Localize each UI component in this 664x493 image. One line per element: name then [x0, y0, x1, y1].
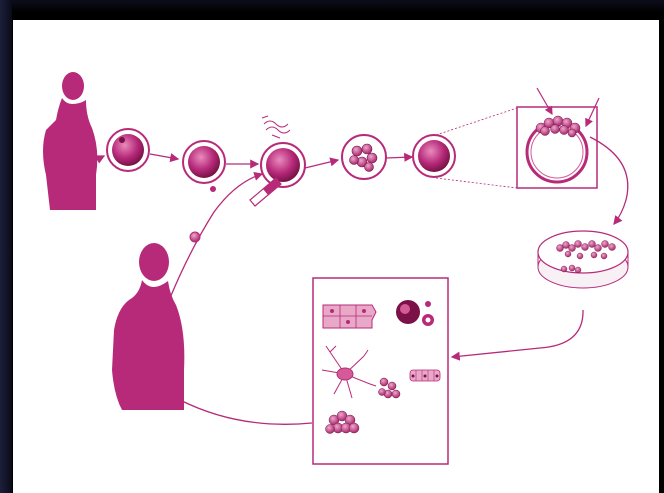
- left-dark-edge: [0, 0, 12, 493]
- nuclear-transfer-egg-icon: [260, 142, 306, 188]
- tissue-cluster-icon: [325, 410, 360, 434]
- blastocyst-icon: [525, 115, 589, 184]
- blastocyst-egg-icon: [412, 134, 456, 178]
- woman-silhouette-icon: [43, 72, 98, 210]
- enucleated-egg-icon: [182, 140, 226, 192]
- nerve-cell-icon: [321, 345, 377, 399]
- egg-cell-icon: [106, 128, 150, 172]
- epithelial-cells-icon: [409, 369, 441, 382]
- dna-strand-icon: [261, 115, 291, 139]
- cell-cluster-icon: [341, 134, 387, 180]
- cell-group-icon: [378, 377, 401, 399]
- somatic-cell-icon: [189, 231, 201, 243]
- micropipette-icon: [249, 177, 282, 207]
- petri-dish-icon: [537, 230, 629, 289]
- muscle-cells-icon: [322, 304, 377, 329]
- top-dark-edge: [0, 0, 664, 12]
- blood-cells-icon: [396, 300, 434, 326]
- patient-silhouette-icon: [112, 243, 185, 410]
